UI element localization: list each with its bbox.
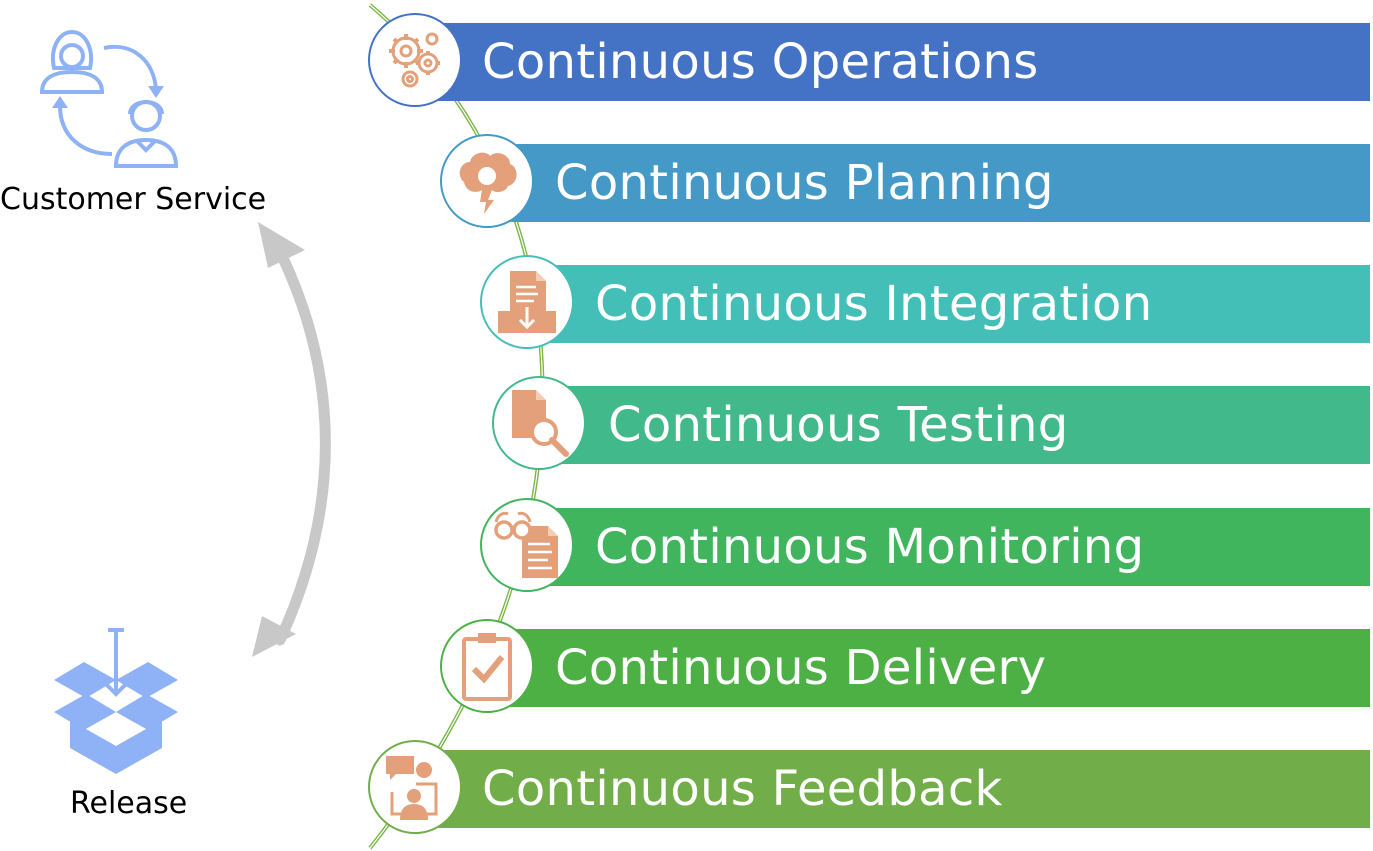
stage-bar-integration: Continuous Integration [530,265,1370,343]
box-download-icon [54,628,178,774]
stage-icon-circle [480,498,574,592]
stage-label: Continuous Integration [595,276,1153,332]
feedback-person-icon [386,756,438,820]
stage-bar-monitoring: Continuous Monitoring [530,508,1370,586]
stage-bar-feedback: Continuous Feedback [418,750,1370,828]
stage-label: Continuous Testing [608,397,1069,453]
stage-bar-operations: Continuous Operations [418,23,1370,101]
stage-label: Continuous Planning [555,155,1054,211]
stage-icon-circle [368,740,462,834]
stage-icon-circle [368,13,462,107]
stage-label: Continuous Delivery [555,640,1047,696]
stage-label: Continuous Monitoring [595,519,1145,575]
stage-icon-circle [440,619,534,713]
gears-icon [389,32,440,88]
stage-bar-testing: Continuous Testing [542,386,1370,464]
stage-label: Continuous Operations [482,34,1039,90]
stage-icon-circle [492,376,586,470]
stage-label: Continuous Feedback [482,761,1003,817]
customer-service-label: Customer Service [0,182,267,217]
customer-service-icon [39,29,179,168]
double-arrow-icon [252,222,331,657]
glasses-document-icon [494,511,558,578]
document-tray-icon [498,271,556,333]
stage-bar-delivery: Continuous Delivery [490,629,1370,707]
stage-bar-planning: Continuous Planning [490,144,1370,222]
release-label: Release [70,786,188,821]
brain-lightbulb-icon [459,152,517,214]
clipboard-check-icon [462,633,512,701]
stage-icon-circle [480,255,574,349]
stage-icon-circle [440,134,534,228]
document-magnifier-icon [512,390,569,457]
